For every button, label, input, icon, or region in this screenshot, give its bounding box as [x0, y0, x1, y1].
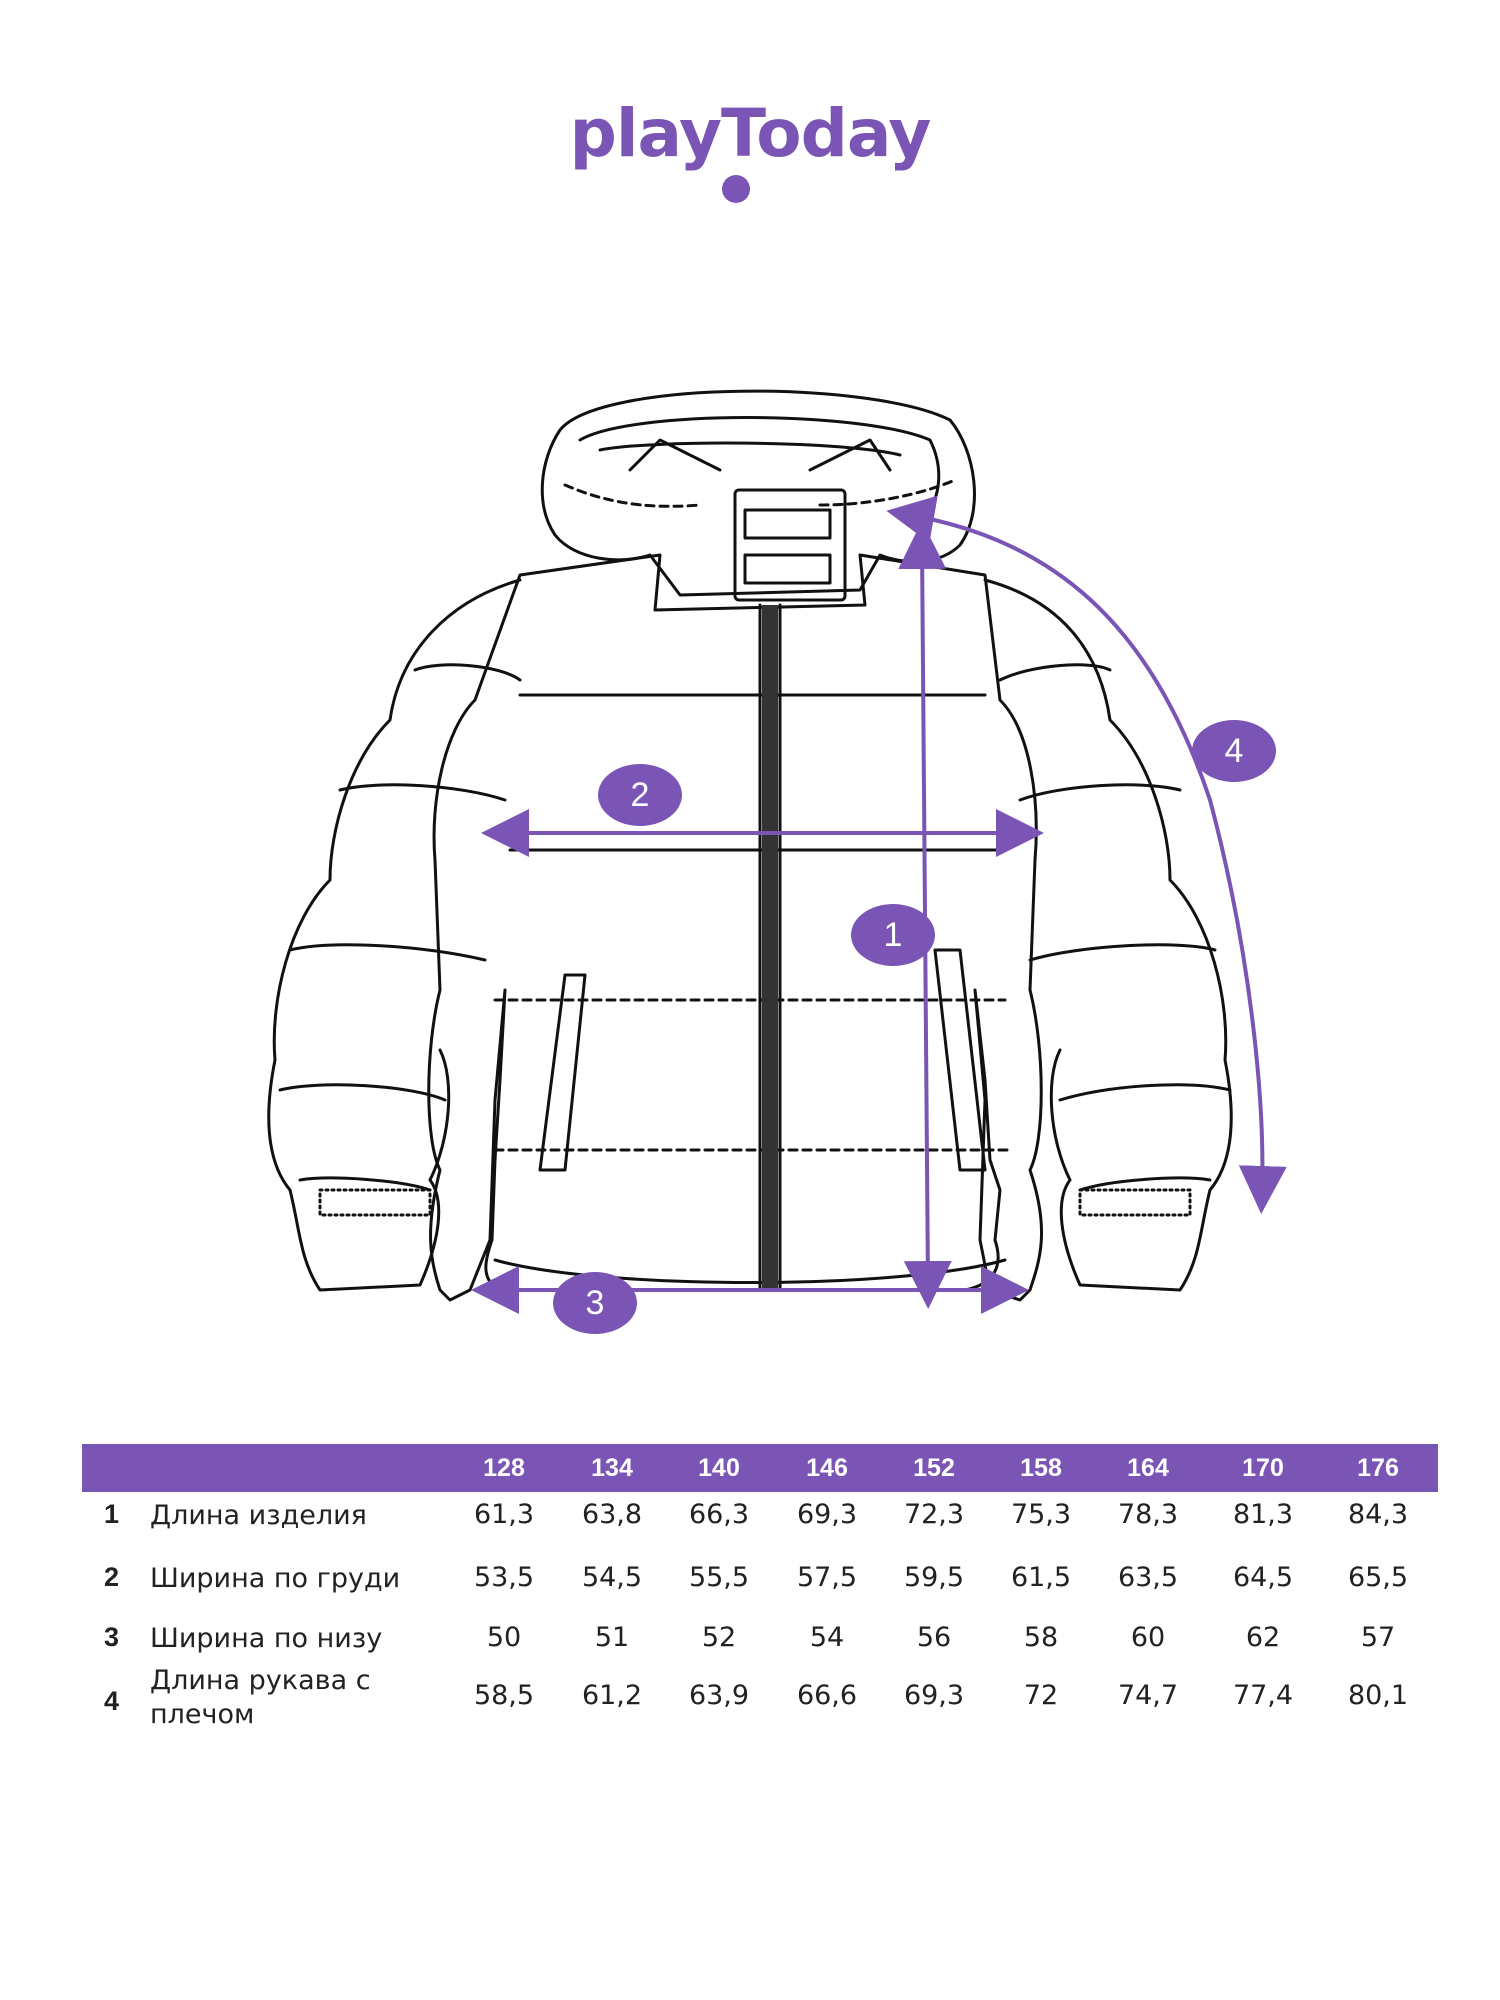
table-cell: 59,5: [903, 1562, 965, 1593]
size-header-row: 128 134 140 146 152 158 164 170 176: [82, 1444, 1438, 1492]
size-col-128: 128: [483, 1454, 525, 1482]
table-cell: 78,3: [1117, 1499, 1179, 1530]
table-cell: 66,6: [796, 1680, 858, 1711]
row-index: 1: [104, 1499, 120, 1529]
table-cell: 55,5: [688, 1562, 750, 1593]
table-row: 4 Длина рукава с плечом 58,5 61,2 63,9 6…: [82, 1664, 1438, 1736]
table-cell: 61,3: [473, 1499, 535, 1530]
table-cell: 60: [1130, 1622, 1166, 1653]
marker-2: 2: [598, 764, 682, 826]
row-index: 4: [104, 1686, 120, 1716]
table-cell: 53,5: [473, 1562, 535, 1593]
table-cell: 57,5: [796, 1562, 858, 1593]
size-col-170: 170: [1242, 1454, 1284, 1482]
table-row: 2 Ширина по груди 53,5 54,5 55,5 57,5 59…: [82, 1562, 1438, 1602]
size-col-152: 152: [913, 1454, 955, 1482]
table-cell: 77,4: [1232, 1680, 1294, 1711]
table-cell: 51: [594, 1622, 630, 1653]
table-cell: 64,5: [1232, 1562, 1294, 1593]
table-cell: 63,9: [688, 1680, 750, 1711]
table-cell: 58,5: [473, 1680, 535, 1711]
table-cell: 80,1: [1347, 1680, 1409, 1711]
logo-dot-icon: [722, 175, 750, 203]
table-cell: 58: [1023, 1622, 1059, 1653]
measurement-lines: [471, 495, 1287, 1314]
table-cell: 75,3: [1010, 1499, 1072, 1530]
row-index: 2: [104, 1562, 120, 1592]
size-col-176: 176: [1357, 1454, 1399, 1482]
table-cell: 63,8: [581, 1499, 643, 1530]
size-col-140: 140: [698, 1454, 740, 1482]
logo-text: playToday: [569, 95, 932, 172]
table-cell: 63,5: [1117, 1562, 1179, 1593]
table-cell: 54: [809, 1622, 845, 1653]
table-cell: 72,3: [903, 1499, 965, 1530]
table-cell: 62: [1245, 1622, 1281, 1653]
row-label: Длина рукава с плечом: [150, 1665, 371, 1730]
table-cell: 66,3: [688, 1499, 750, 1530]
table-cell: 84,3: [1347, 1499, 1409, 1530]
table-row: 1 Длина изделия 61,3 63,8 66,3 69,3 72,3…: [82, 1499, 1438, 1539]
table-cell: 54,5: [581, 1562, 643, 1593]
table-cell: 56: [916, 1622, 952, 1653]
marker-1: 1: [851, 904, 935, 966]
row-label: Длина изделия: [150, 1500, 367, 1531]
table-cell: 61,5: [1010, 1562, 1072, 1593]
table-cell: 74,7: [1117, 1680, 1179, 1711]
brand-logo: playToday: [0, 95, 1500, 203]
table-cell: 81,3: [1232, 1499, 1294, 1530]
table-cell: 69,3: [903, 1680, 965, 1711]
size-col-158: 158: [1020, 1454, 1062, 1482]
table-cell: 61,2: [581, 1680, 643, 1711]
zipper: [762, 605, 778, 1290]
table-row: 3 Ширина по низу 50 51 52 54 56 58 60 62…: [82, 1622, 1438, 1662]
size-col-134: 134: [591, 1454, 633, 1482]
marker-4: 4: [1192, 720, 1276, 782]
table-cell: 69,3: [796, 1499, 858, 1530]
row-label: Ширина по груди: [150, 1563, 401, 1594]
size-table: 128 134 140 146 152 158 164 170 176 1 Дл…: [82, 1444, 1438, 1730]
table-cell: 65,5: [1347, 1562, 1409, 1593]
size-col-146: 146: [806, 1454, 848, 1482]
row-index: 3: [104, 1622, 120, 1652]
table-cell: 50: [486, 1622, 522, 1653]
size-col-164: 164: [1127, 1454, 1169, 1482]
table-cell: 52: [701, 1622, 737, 1653]
marker-3: 3: [553, 1272, 637, 1334]
table-cell: 57: [1360, 1622, 1396, 1653]
jacket-drawing: [267, 389, 1287, 1314]
table-cell: 72: [1023, 1680, 1059, 1711]
jacket-outline: [267, 389, 1233, 1302]
row-label: Ширина по низу: [150, 1623, 383, 1654]
line-sleeve: [886, 495, 1287, 1214]
